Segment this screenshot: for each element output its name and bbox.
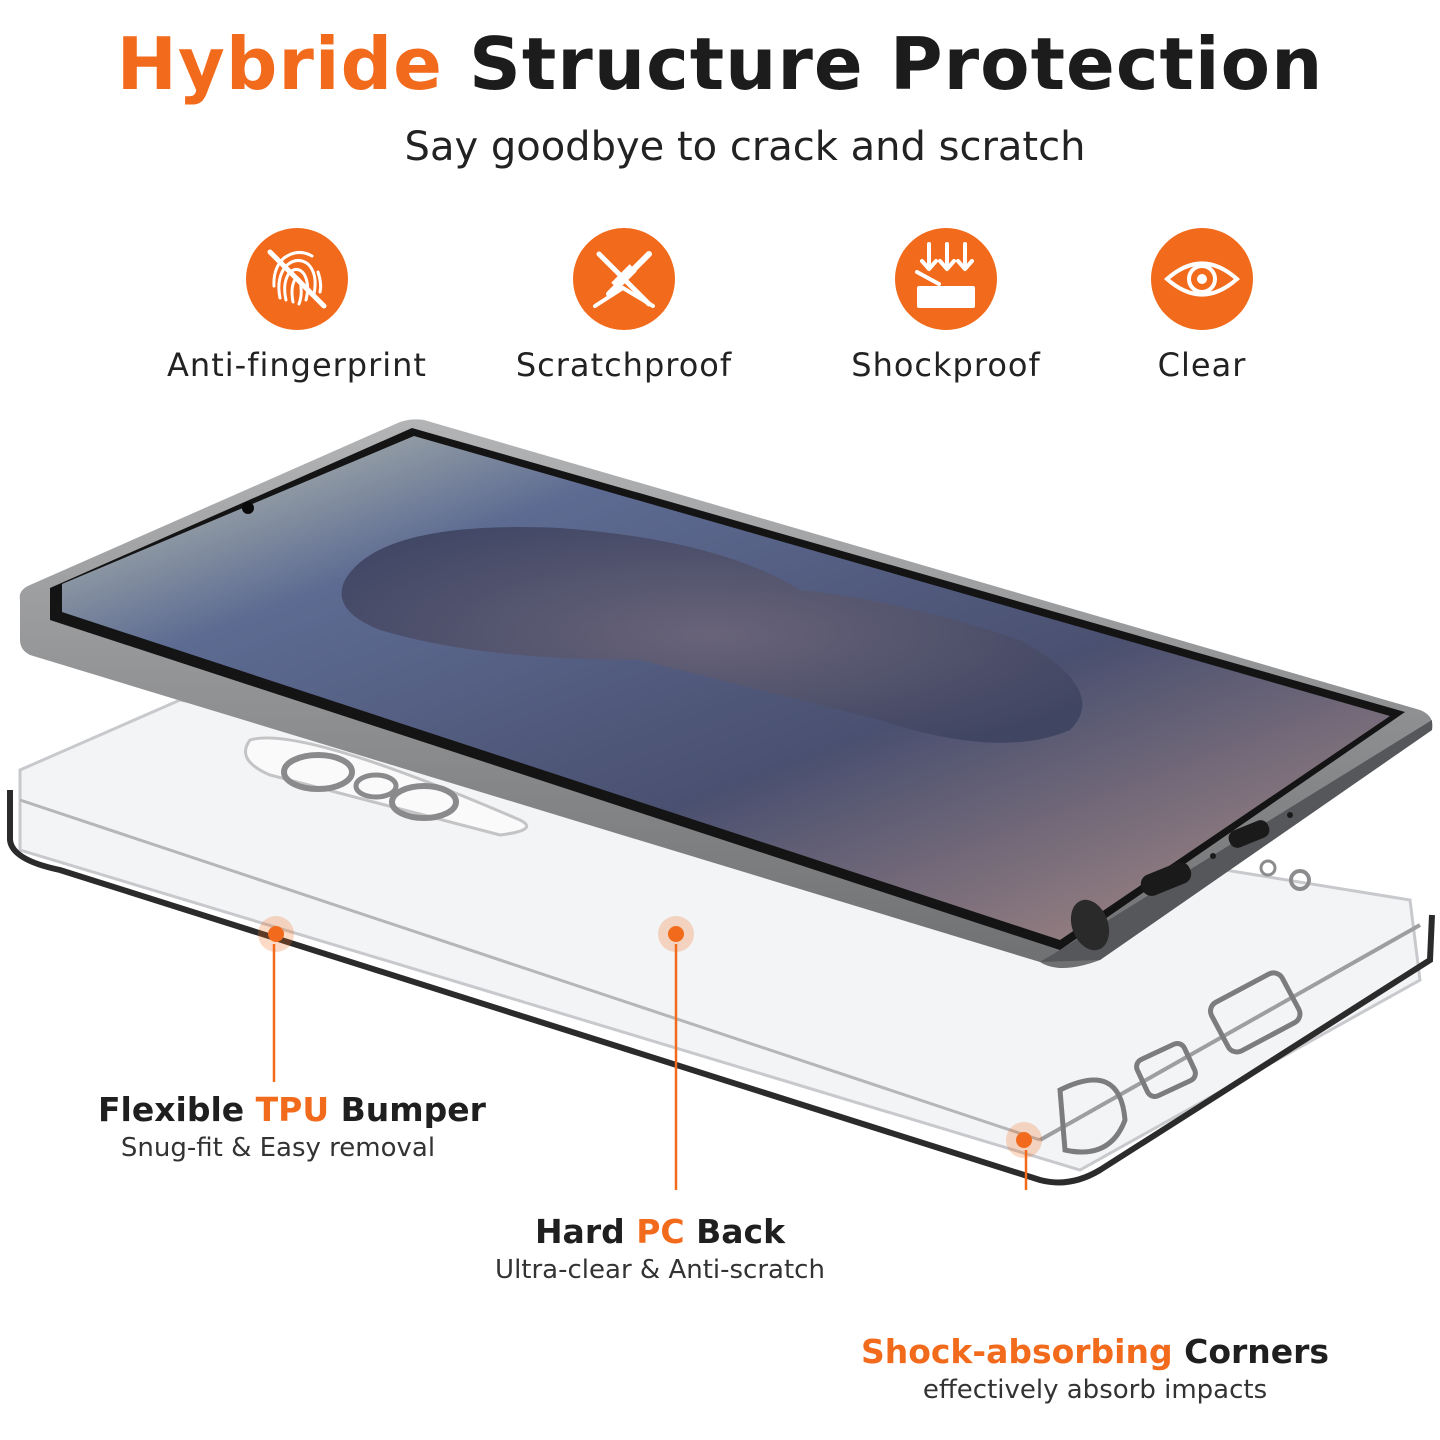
page-subtitle: Say goodbye to crack and scratch <box>404 124 1086 170</box>
callout-description: Ultra-clear & Anti-scratch <box>495 1255 825 1285</box>
front-camera-icon <box>242 502 254 514</box>
feature-scratchproof: Scratchproof <box>474 228 774 384</box>
feature-label: Shockproof <box>851 346 1041 384</box>
callout-heading: Shock-absorbing Corners <box>860 1332 1330 1371</box>
phone <box>19 419 1433 969</box>
impact-arrows-icon <box>895 228 997 330</box>
page-title: Hybride Structure Protection <box>0 22 1440 106</box>
callout-description: Snug-fit & Easy removal <box>120 1133 436 1163</box>
feature-label: Scratchproof <box>515 346 733 384</box>
callout-heading: Flexible TPU Bumper <box>98 1090 486 1129</box>
blade-crossed-icon <box>573 228 675 330</box>
title-rest: Structure Protection <box>469 22 1324 106</box>
callout-shock-corners: Shock-absorbing Corners effectively abso… <box>850 1332 1340 1405</box>
callout-markers <box>258 916 1042 1190</box>
fingerprint-crossed-icon <box>246 228 348 330</box>
feature-clear: Clear <box>1052 228 1352 384</box>
callout-description: effectively absorb impacts <box>922 1375 1268 1405</box>
callout-tpu-bumper: Flexible TPU Bumper Snug-fit & Easy remo… <box>98 1090 486 1163</box>
feature-anti-fingerprint: Anti-fingerprint <box>147 228 447 384</box>
feature-label: Clear <box>1157 346 1247 384</box>
feature-shockproof: Shockproof <box>796 228 1096 384</box>
eye-icon <box>1151 228 1253 330</box>
phone-and-case-illustration <box>7 419 1435 1190</box>
callout-pc-back: Hard PC Back Ultra-clear & Anti-scratch <box>480 1212 840 1285</box>
callout-heading: Hard PC Back <box>534 1212 786 1251</box>
clear-case <box>7 698 1435 1186</box>
title-accent: Hybride <box>116 22 443 106</box>
feature-label: Anti-fingerprint <box>167 346 427 384</box>
